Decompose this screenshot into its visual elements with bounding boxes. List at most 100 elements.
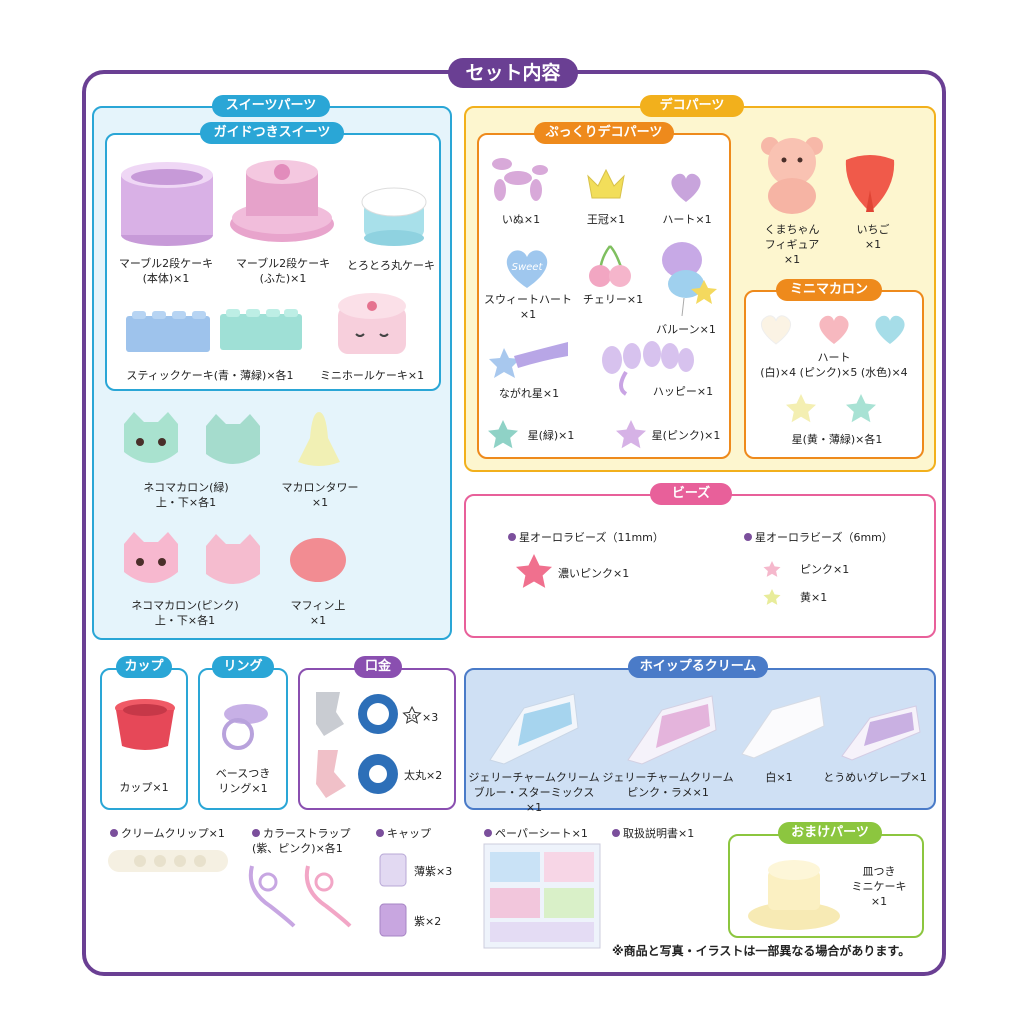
happy-image [602,341,694,396]
svg-text:10: 10 [408,713,417,721]
marble-cake-lid-label: マーブル2段ケーキ (ふた)×1 [235,257,331,285]
deco-title: デコパーツ [640,95,744,117]
stick-cake-blue-image [126,311,210,352]
page-title: セット内容 [448,58,578,88]
shooting-star-image [489,342,568,378]
cup-title: カップ [116,656,172,678]
bonus-title: おまけパーツ [778,822,882,844]
beads-right-heading: 星オーロラビーズ（6mm） [744,530,893,545]
macaron-heart-blue-image [875,315,905,344]
macaron-heart-pink-image [819,315,849,344]
ring-image [222,704,268,750]
sweet-heart-image: Sweet [506,250,548,288]
cream-white-image [741,695,825,759]
star-pink-label: 星(ピンク)×1 [651,429,721,442]
marble-cake-lid-image [230,160,334,242]
happy-label: ハッピー×1 [652,385,714,398]
dog-label: いぬ×1 [501,213,541,226]
star-green-image [488,420,518,449]
puffy-deco-title: ぷっくりデコパーツ [534,122,674,144]
ring-panel [198,668,288,810]
manual-label: 取扱説明書×1 [612,826,694,841]
mini-macaron-title: ミニマカロン [776,279,882,301]
macaron-heart-white-image [760,315,792,345]
muffin-top-image [290,538,346,582]
cap-light-purple-image [379,853,407,887]
bead-small-pink-image [763,561,781,577]
badge-10-icon: 10 [402,706,422,724]
star-pink-image [616,420,646,449]
cream-title: ホイップるクリーム [628,656,768,678]
balloon-label: バルーン×1 [656,323,716,336]
cherry-image [589,245,631,287]
cream-clip-label: クリームクリップ×1 [110,826,225,841]
cream-pink-label: ジェリーチャームクリーム ピンク・ラメ×1 [602,771,734,799]
heart-image [671,173,701,202]
macaron-star-yellow-image [786,394,816,423]
macaron-star-label: 星(黄・薄緑)×各1 [791,433,883,446]
sweets-title: スイーツパーツ [212,95,330,117]
beads-title: ビーズ [650,483,732,505]
bonus-mini-cake-image [748,860,840,930]
star-green-label: 星(緑)×1 [527,429,575,442]
stick-cake-label: スティックケーキ(青・薄緑)×各1 [126,369,294,382]
cup-label: カップ×1 [119,781,169,794]
svg-text:Sweet: Sweet [512,262,544,273]
strawberry-label: いちご ×1 [856,223,890,251]
cream-white-label: 白×1 [765,771,793,784]
cap-light-purple-count: 薄紫×3 [414,865,453,878]
cap-purple-image [379,903,407,937]
balloon-image [662,242,717,317]
cream-grape-image [841,705,921,761]
nozzle-title: 口金 [354,656,402,678]
paper-sheet-image [483,843,601,949]
shooting-star-label: ながれ星×1 [498,387,560,400]
neko-macaron-pink-label: ネコマカロン(ピンク) 上・下×各1 [131,599,239,627]
crown-image [587,168,625,199]
neko-macaron-pink-top-image [124,532,178,583]
nozzle-small-label: ×3 [422,711,439,724]
bead-small-yellow-image [763,589,781,605]
cup-image [115,699,175,750]
torotoro-cake-label: とろとろ丸ケーキ [347,259,435,272]
macaron-tower-image [298,412,340,466]
nozzle-small-image [316,692,398,736]
macaron-star-green-image [846,394,876,423]
neko-macaron-pink-bottom-image [206,534,260,584]
cherry-label: チェリー×1 [582,293,644,306]
sweet-heart-label: スウィートハート ×1 [484,293,572,321]
bonus-label: 皿つき ミニケーキ ×1 [851,865,907,908]
strawberry-image [845,155,895,212]
neko-macaron-green-label: ネコマカロン(緑) 上・下×各1 [143,481,229,509]
muffin-top-label: マフィン上 ×1 [290,599,346,627]
bead-large-star-image [516,554,552,588]
bear-figure-image [761,137,823,214]
cream-blue-label: ジェリーチャームクリーム ブルー・スターミックス×1 [468,771,600,814]
nozzle-round-image [316,750,398,798]
heart-label: ハート×1 [662,213,712,226]
bead-small-yellow-label: 黄×1 [800,591,828,604]
bead-small-pink-label: ピンク×1 [800,563,850,576]
color-strap-label: カラーストラップ (紫、ピンク)×各1 [252,827,351,855]
cap-purple-count: 紫×2 [414,915,442,928]
ring-title: リング [212,656,274,678]
bead-large-label: 濃いピンク×1 [558,567,630,580]
stick-cake-green-image [220,309,302,350]
neko-macaron-green-bottom-image [206,414,260,464]
marble-cake-body-label: マーブル2段ケーキ (本体)×1 [118,257,214,285]
neko-macaron-green-top-image [124,412,178,463]
ring-label: ベースつき リング×1 [215,767,271,795]
torotoro-cake-image [361,187,427,246]
cream-pink-image [627,695,717,765]
macaron-tower-label: マカロンタワー ×1 [281,481,359,509]
cream-clip-image [108,850,228,872]
dog-balloon-image [492,158,548,201]
beads-left-heading: 星オーロラビーズ（11mm） [508,530,664,545]
mini-whole-cake-image [338,293,406,354]
cap-label: キャップ [376,826,431,841]
paper-sheet-label: ペーパーシート×1 [484,826,588,841]
cream-blue-image [489,693,579,765]
guide-sweets-title: ガイドつきスイーツ [200,122,344,144]
mini-whole-cake-label: ミニホールケーキ×1 [319,369,425,382]
macaron-heart-label: ハート (白)×4 (ピンク)×5 (水色)×4 [760,351,908,379]
